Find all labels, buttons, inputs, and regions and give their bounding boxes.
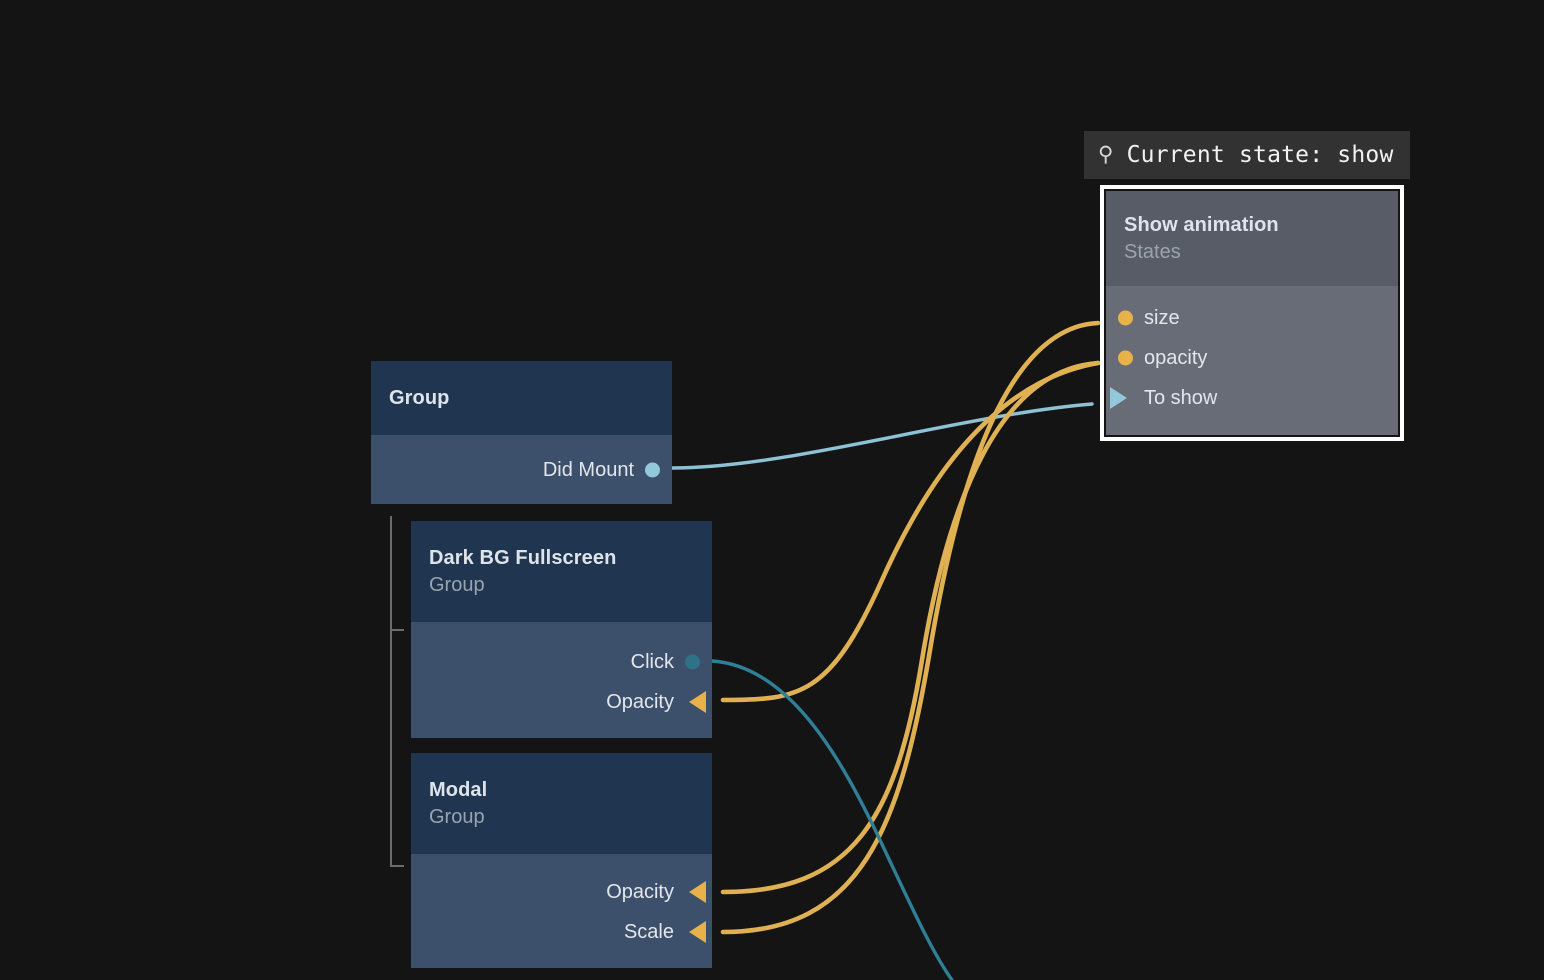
port-modal-opacity-arrow-icon[interactable] [689,881,706,903]
port-to-show-arrow-icon[interactable] [1110,387,1127,409]
node-dark-bg-fullscreen-body[interactable]: Click Opacity [411,622,712,738]
edge-opacity-to-modal-opacity [720,360,1101,895]
hierarchy-rail-stub-dark-bg [390,629,404,631]
node-show-animation-header[interactable]: Show animation States [1106,191,1398,286]
hierarchy-rail-stub-modal [390,865,404,867]
port-did-mount[interactable]: Did Mount [542,450,660,490]
node-dark-bg-fullscreen[interactable]: Dark BG Fullscreen Group Click Opacity [411,521,712,738]
node-group[interactable]: Group Did Mount [371,361,672,504]
port-did-mount-dot[interactable] [645,462,660,478]
node-dark-bg-fullscreen-title: Dark BG Fullscreen [429,547,617,570]
node-dark-bg-fullscreen-header[interactable]: Dark BG Fullscreen Group [411,521,712,622]
edge-click-outgoing [710,659,954,980]
current-state-status-bar[interactable]: ⚲ Current state: show [1084,131,1410,179]
edge-did-mount-to-show [670,402,1094,470]
node-show-animation[interactable]: Show animation States size opacity To sh… [1106,191,1398,435]
port-size-label: size [1144,306,1180,329]
port-state-opacity[interactable]: opacity [1118,338,1208,378]
hierarchy-rail-vertical [390,516,392,867]
port-size-dot[interactable] [1118,310,1133,326]
node-show-animation-subtitle: States [1124,240,1181,263]
port-state-opacity-label: opacity [1144,346,1208,369]
port-modal-scale-label: Scale [623,920,674,943]
edge-opacity-to-darkbg-opacity [720,360,1101,703]
port-darkbg-opacity-label: Opacity [606,690,674,713]
port-click-label: Click [630,650,674,673]
node-dark-bg-fullscreen-subtitle: Group [429,573,485,596]
node-modal[interactable]: Modal Group Opacity Scale [411,753,712,968]
node-modal-header[interactable]: Modal Group [411,753,712,854]
port-click-dot[interactable] [685,654,700,670]
node-group-title: Group [389,386,450,409]
edge-size-to-scale [720,320,1101,935]
port-to-show-label: To show [1144,386,1218,409]
port-to-show[interactable]: To show [1110,378,1218,418]
node-group-body[interactable]: Did Mount [371,435,672,504]
port-modal-opacity-label: Opacity [606,880,674,903]
current-state-text: Current state: show [1126,142,1394,168]
port-size[interactable]: size [1118,298,1180,338]
port-modal-scale[interactable]: Scale [623,912,706,952]
node-group-header[interactable]: Group [371,361,672,435]
node-modal-title: Modal [429,779,488,802]
node-show-animation-title: Show animation [1124,214,1279,237]
node-show-animation-body[interactable]: size opacity To show [1106,286,1398,435]
port-click[interactable]: Click [630,642,700,682]
port-modal-scale-arrow-icon[interactable] [689,921,706,943]
node-modal-body[interactable]: Opacity Scale [411,854,712,968]
pin-icon[interactable]: ⚲ [1098,141,1114,166]
port-state-opacity-dot[interactable] [1118,350,1133,366]
port-darkbg-opacity-arrow-icon[interactable] [689,691,706,713]
port-darkbg-opacity[interactable]: Opacity [606,682,706,722]
port-modal-opacity[interactable]: Opacity [606,872,706,912]
port-did-mount-label: Did Mount [542,458,634,481]
node-modal-subtitle: Group [429,805,485,828]
